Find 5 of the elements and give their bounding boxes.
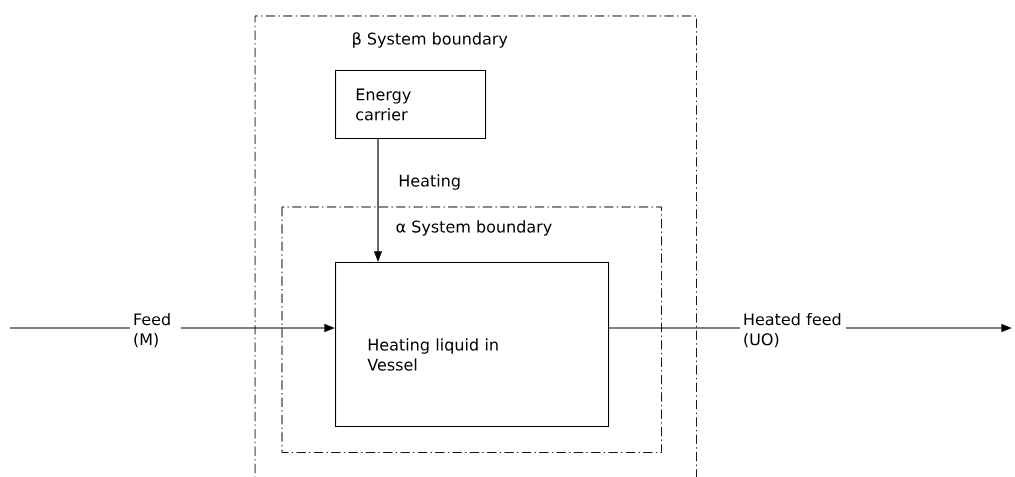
stream-label: Feed (M)	[134, 312, 170, 348]
process-box: Heating liquid in Vessel	[335, 262, 610, 428]
process-box: Energy carrier	[335, 70, 487, 140]
edge-label: Heating	[399, 174, 460, 190]
stream-label: Heated feed (UO)	[744, 312, 841, 348]
